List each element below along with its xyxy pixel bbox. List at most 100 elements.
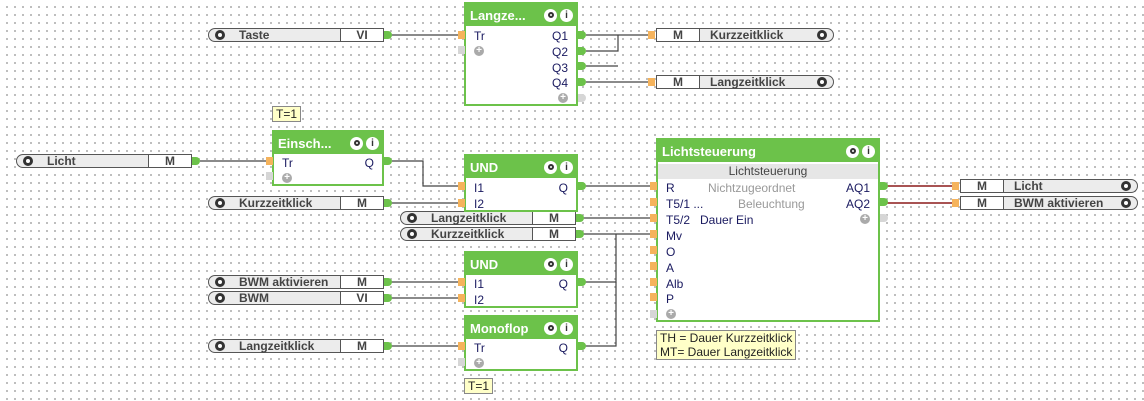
- input-pin-add[interactable]: [458, 46, 465, 54]
- input-pin[interactable]: [458, 199, 465, 207]
- add-input-icon[interactable]: +: [474, 46, 484, 56]
- output-pin[interactable]: [576, 230, 584, 238]
- connector-langzeitklick-input-2[interactable]: Langzeitklick M: [208, 339, 384, 353]
- gear-icon[interactable]: [817, 77, 827, 87]
- input-pin[interactable]: [458, 182, 465, 190]
- input-label: I2: [474, 293, 485, 307]
- connector-kurzzeitklick-input[interactable]: Kurzzeitklick M: [208, 196, 384, 210]
- input-pin[interactable]: [458, 31, 465, 39]
- input-pin[interactable]: [650, 278, 657, 286]
- gear-icon[interactable]: [215, 341, 225, 351]
- gear-icon[interactable]: [1121, 181, 1131, 191]
- gear-icon[interactable]: [215, 30, 225, 40]
- connector-bwm-aktivieren-output[interactable]: M BWM aktivieren: [960, 196, 1138, 210]
- input-pin-add[interactable]: [458, 358, 465, 366]
- info-icon[interactable]: i: [560, 160, 573, 174]
- output-pin[interactable]: [880, 182, 888, 190]
- output-label: AQ1: [845, 181, 870, 195]
- gear-icon[interactable]: [817, 30, 827, 40]
- connector-taste[interactable]: Taste VI: [208, 28, 384, 42]
- input-pin[interactable]: [952, 199, 959, 207]
- gear-icon[interactable]: [350, 136, 363, 150]
- input-pin[interactable]: [648, 31, 655, 39]
- info-icon[interactable]: i: [366, 136, 379, 150]
- output-pin[interactable]: [880, 198, 888, 206]
- input-pin[interactable]: [266, 157, 273, 165]
- input-pin[interactable]: [648, 78, 655, 86]
- output-pin[interactable]: [384, 278, 392, 286]
- gear-icon[interactable]: [407, 229, 417, 239]
- gear-icon[interactable]: [215, 293, 225, 303]
- input-pin[interactable]: [650, 246, 657, 254]
- output-pin[interactable]: [384, 294, 392, 302]
- gear-icon[interactable]: [215, 198, 225, 208]
- gear-icon[interactable]: [544, 160, 557, 174]
- input-pin-add[interactable]: [650, 310, 657, 318]
- add-input-icon[interactable]: +: [474, 358, 484, 368]
- block-und-1[interactable]: UND i I1 I2 Q: [464, 154, 578, 212]
- output-pin[interactable]: [384, 342, 392, 350]
- input-label: Mv: [666, 229, 682, 243]
- input-label: I2: [474, 197, 485, 211]
- gear-icon[interactable]: [1121, 198, 1131, 208]
- output-pin[interactable]: [578, 278, 586, 286]
- parameter-value: Beleuchtung: [738, 197, 805, 211]
- input-pin-add[interactable]: [266, 172, 273, 180]
- output-pin-add[interactable]: [578, 94, 586, 102]
- block-und-2[interactable]: UND i I1 I2 Q: [464, 251, 578, 308]
- info-icon[interactable]: i: [862, 144, 875, 158]
- add-input-icon[interactable]: +: [282, 173, 292, 183]
- input-label: P: [666, 292, 675, 306]
- block-title: UND: [470, 256, 499, 272]
- info-icon[interactable]: i: [560, 257, 573, 271]
- block-title: Monoflop: [470, 320, 529, 336]
- output-pin[interactable]: [384, 199, 392, 207]
- input-pin[interactable]: [458, 294, 465, 302]
- gear-icon[interactable]: [544, 321, 557, 335]
- add-input-icon[interactable]: +: [666, 309, 676, 319]
- connector-bwm-input[interactable]: BWM VI: [208, 291, 384, 305]
- connector-kurzzeitklick-input-2[interactable]: Kurzzeitklick M: [400, 227, 576, 241]
- input-pin[interactable]: [650, 293, 657, 301]
- input-pin[interactable]: [458, 278, 465, 286]
- wire-q2: [586, 35, 619, 52]
- gear-icon[interactable]: [846, 144, 859, 158]
- connector-bwm-aktivieren-input[interactable]: BWM aktivieren M: [208, 275, 384, 289]
- output-pin[interactable]: [384, 157, 392, 165]
- input-pin[interactable]: [650, 230, 657, 238]
- output-pin[interactable]: [578, 342, 586, 350]
- gear-icon[interactable]: [544, 257, 557, 271]
- input-pin[interactable]: [458, 342, 465, 350]
- connector-licht-input[interactable]: Licht M: [16, 154, 192, 168]
- info-icon[interactable]: i: [560, 321, 573, 335]
- gear-icon[interactable]: [23, 156, 33, 166]
- output-pin[interactable]: [384, 31, 392, 39]
- input-pin[interactable]: [650, 262, 657, 270]
- output-pin[interactable]: [578, 78, 586, 86]
- output-pin[interactable]: [578, 62, 586, 70]
- connector-licht-output[interactable]: M Licht: [960, 179, 1138, 193]
- input-pin[interactable]: [650, 214, 657, 222]
- connector-langzeitklick-output[interactable]: M Langzeitklick: [656, 75, 834, 89]
- connector-kurzzeitklick-output[interactable]: M Kurzzeitklick: [656, 28, 834, 42]
- output-pin-add[interactable]: [880, 214, 888, 222]
- info-icon[interactable]: i: [560, 8, 573, 22]
- output-pin[interactable]: [576, 214, 584, 222]
- block-lichtsteuerung[interactable]: Lichtsteuerung i Lichtsteuerung R Nichtz…: [656, 138, 880, 322]
- block-einschaltverzoegerung[interactable]: Einsch... i Tr + Q: [272, 130, 384, 186]
- input-pin[interactable]: [650, 198, 657, 206]
- block-langzeit[interactable]: Langze... i Tr + Q1 Q2 Q3 Q4 +: [464, 2, 578, 106]
- add-output-icon[interactable]: +: [558, 93, 568, 103]
- gear-icon[interactable]: [544, 8, 557, 22]
- output-pin[interactable]: [578, 47, 586, 55]
- block-monoflop[interactable]: Monoflop i Tr + Q: [464, 315, 578, 371]
- add-output-icon[interactable]: +: [860, 214, 870, 224]
- input-pin[interactable]: [650, 182, 657, 190]
- connector-langzeitklick-input[interactable]: Langzeitklick M: [400, 211, 576, 225]
- output-pin[interactable]: [578, 31, 586, 39]
- gear-icon[interactable]: [215, 277, 225, 287]
- output-pin[interactable]: [192, 157, 200, 165]
- input-pin[interactable]: [952, 182, 959, 190]
- output-pin[interactable]: [578, 182, 586, 190]
- gear-icon[interactable]: [407, 213, 417, 223]
